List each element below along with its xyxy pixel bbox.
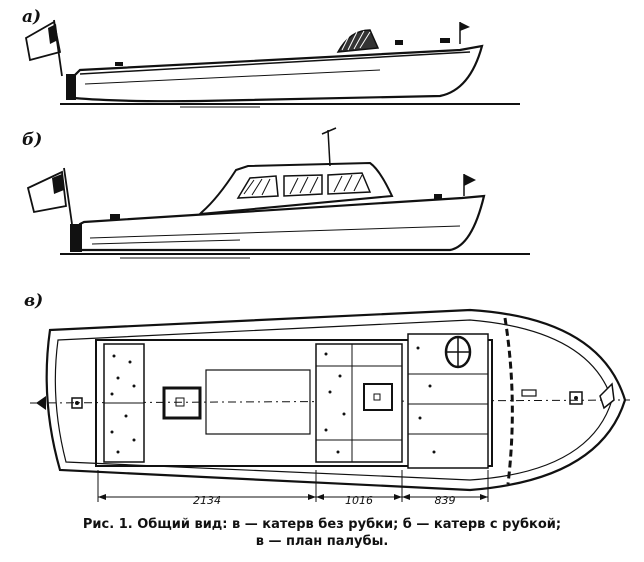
- view-b-cabin-window: [236, 175, 279, 199]
- caption-line-1: Рис. 1. Общий вид: в — катерв без рубки;…: [82, 517, 562, 532]
- dimension-aft: 2134: [193, 494, 221, 507]
- engine-box: [205, 369, 311, 435]
- view-a-hull: [72, 44, 484, 103]
- view-b-cabin-window: [327, 172, 372, 195]
- dimension-lines: 2134 1016 839: [97, 470, 489, 507]
- mid-hatch: [363, 383, 393, 411]
- bow-fitting: [599, 382, 615, 410]
- view-a-stern-flag: [25, 20, 62, 62]
- caption-line-2: в — план палубы.: [255, 534, 389, 549]
- view-c-label: в): [24, 291, 43, 311]
- view-a-label: а): [22, 7, 41, 27]
- view-c-deck-plan: в): [24, 291, 631, 507]
- view-b-boat-with-cabin: б): [22, 127, 530, 259]
- figure-caption: Рис. 1. Общий вид: в — катерв без рубки;…: [0, 516, 644, 550]
- stern-cleat: [71, 397, 83, 409]
- dimension-forward: 839: [435, 494, 456, 507]
- mid-seat: [315, 343, 403, 463]
- view-a-bow-flag: [460, 22, 470, 31]
- view-b-cabin-window: [283, 174, 323, 197]
- bow-bulkhead: [503, 317, 514, 485]
- view-b-bow-flag: [464, 174, 476, 186]
- view-a-boat-without-cabin: а): [22, 7, 520, 108]
- cockpit-frame: [95, 339, 493, 467]
- deck-outline: [45, 308, 627, 492]
- view-b-stern-flag: [26, 170, 67, 214]
- view-b-hull: [78, 194, 486, 252]
- bow-cleat: [569, 391, 583, 405]
- view-b-outboard-motor: [70, 224, 82, 252]
- view-b-label: б): [22, 130, 42, 150]
- view-b-cabin: [197, 161, 394, 216]
- view-a-outboard-motor: [66, 74, 76, 100]
- stern-fitting: [36, 396, 46, 410]
- aft-hatch: [162, 386, 202, 420]
- dimension-mid: 1016: [345, 494, 373, 507]
